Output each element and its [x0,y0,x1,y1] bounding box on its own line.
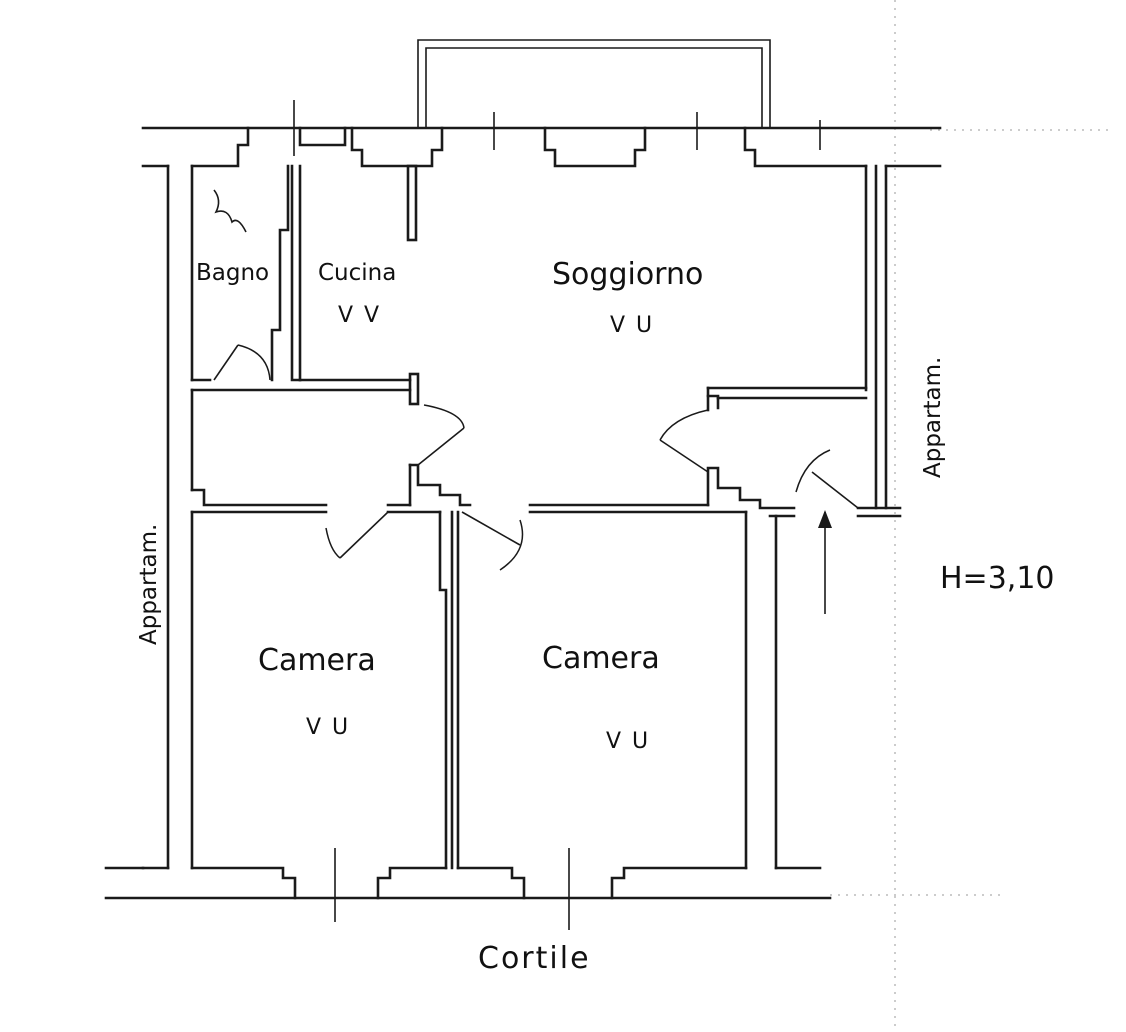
room-label-camera-left: Camera [258,643,376,678]
mark-camera-right: V U [606,729,650,754]
adjacent-label-left: Appartam. [136,524,162,645]
ceiling-height-label: H=3,10 [940,561,1055,596]
balcony [417,39,771,128]
room-label-cucina: Cucina [318,260,396,286]
scan-guides [830,0,1110,1032]
exterior-walls [104,126,942,900]
room-label-camera-right: Camera [542,641,660,676]
mark-soggiorno: V U [610,313,654,338]
up-arrow-icon [818,510,832,614]
doors [213,344,859,571]
toilet-fixture-icon [213,189,247,233]
mark-camera-left: V U [306,715,350,740]
window-marks [293,100,821,930]
mark-cucina: V V [338,303,381,328]
adjacent-label-right: Appartam. [920,357,946,478]
courtyard-label: Cortile [478,941,591,976]
interior-walls [190,164,868,870]
room-label-soggiorno: Soggiorno [552,257,703,292]
room-label-bagno: Bagno [196,260,269,286]
